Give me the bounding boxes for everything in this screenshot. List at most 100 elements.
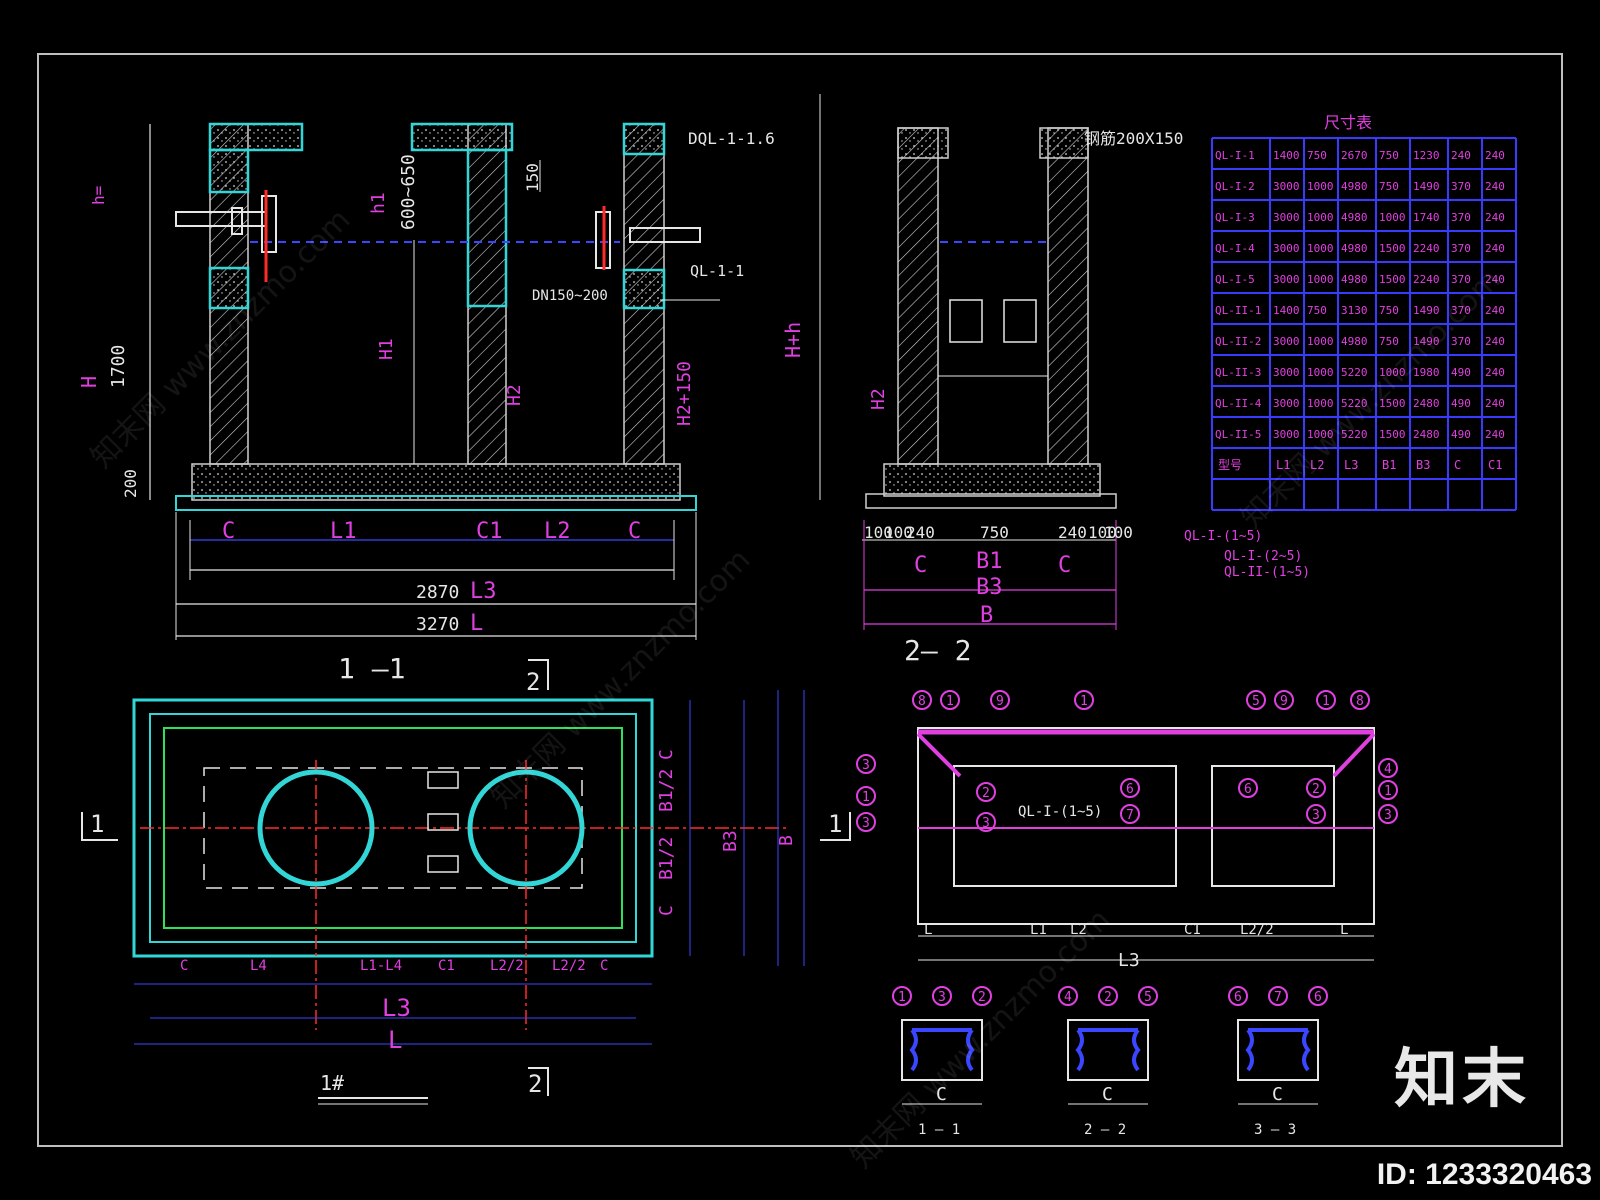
detail-label-C: C — [1102, 1084, 1113, 1105]
table-note: QL-I-(1~5) — [1184, 529, 1262, 544]
table-cell: 3130 — [1341, 304, 1368, 317]
bottom-label-B: B — [980, 603, 993, 628]
table-cell: 1000 — [1307, 335, 1334, 348]
plan-label-L4: L4 — [250, 958, 267, 974]
table-cell: 3000 — [1273, 335, 1300, 348]
table-cell: 3000 — [1273, 428, 1300, 441]
rebar-marker — [1074, 690, 1094, 710]
table-cell: 370 — [1451, 335, 1471, 348]
table-cell: 750 — [1379, 149, 1399, 162]
table-cell: 2670 — [1341, 149, 1368, 162]
table-cell: QL-II-5 — [1215, 428, 1261, 441]
table-cell: 1400 — [1273, 304, 1300, 317]
label-L: L — [470, 611, 483, 636]
plan-dim-L3: L3 — [382, 994, 411, 1022]
dim-750: 750 — [980, 523, 1009, 542]
rebar-marker-label: 1 — [1384, 784, 1392, 799]
detail-rebar — [1075, 1028, 1141, 1072]
table-cell: 750 — [1307, 149, 1327, 162]
table-cell: 750 — [1379, 335, 1399, 348]
table-cell: 490 — [1451, 366, 1471, 379]
table-cell: QL-II-3 — [1215, 366, 1261, 379]
label-DN: DN150~200 — [532, 288, 608, 304]
table-cell: 240 — [1485, 149, 1505, 162]
dim-100: 100 — [1104, 523, 1133, 542]
section-2-2-dims: 100 100 240 750 240 100 100 — [864, 523, 1133, 542]
plan-label-B1-2: B1/2 — [656, 769, 677, 812]
table-cell: 1490 — [1413, 335, 1440, 348]
section-2-2: 钢筋200X150 H+h H2 100 100 240 750 240 100… — [781, 94, 1183, 667]
bottom-label-C: C — [628, 519, 641, 544]
rebar-label-L: L — [924, 922, 932, 938]
detail-marker-label: 6 — [1234, 990, 1242, 1005]
table-cell: 490 — [1451, 397, 1471, 410]
label-600-650: 600~650 — [398, 154, 419, 230]
section-2-2-bottom-labels: C B1 C B3 B — [914, 549, 1071, 628]
table-cell: 4980 — [1341, 273, 1368, 286]
table-cell: 4980 — [1341, 335, 1368, 348]
table-cell: 3000 — [1273, 180, 1300, 193]
section-1-1-title: 1 —1 — [338, 652, 405, 685]
table-footer-cell: B1 — [1382, 458, 1396, 472]
label-L3: L3 — [470, 579, 497, 604]
detail-marker-label: 7 — [1274, 990, 1282, 1005]
plan-label-C: C — [656, 749, 677, 760]
rebar-marker — [1306, 778, 1326, 798]
rebar-marker-label: 1 — [1322, 694, 1330, 709]
rebar-label-L2-2: L2/2 — [1240, 922, 1274, 938]
dim-240: 240 — [1058, 523, 1087, 542]
table-cell: 1500 — [1379, 428, 1406, 441]
table-cell: 750 — [1379, 180, 1399, 193]
table-cell: 5220 — [1341, 366, 1368, 379]
label-h1: h1 — [368, 192, 389, 214]
image-id: ID: 1233320463 — [1376, 1158, 1592, 1191]
table-cell: QL-I-3 — [1215, 211, 1255, 224]
detail-marker — [1308, 986, 1328, 1006]
table-cell: 3000 — [1273, 242, 1300, 255]
table-note: QL-I-(2~5) — [1224, 549, 1302, 564]
dim-100: 100 — [1088, 523, 1117, 542]
rebar-marker-label: 3 — [862, 816, 870, 831]
table-cell: 1000 — [1307, 180, 1334, 193]
rebar-marker-label: 4 — [1384, 762, 1392, 777]
section-mark-2: 2 — [526, 668, 540, 696]
table-cell: 5220 — [1341, 397, 1368, 410]
plan-label-L1-L4: L1-L4 — [360, 958, 402, 974]
rebar-marker-label: 1 — [862, 790, 870, 805]
rebar-marker-label: 3 — [862, 758, 870, 773]
rebar-marker — [856, 812, 876, 832]
plan-label-C: C — [180, 958, 188, 974]
table-cell: 370 — [1451, 180, 1471, 193]
table-cell: 1740 — [1413, 211, 1440, 224]
table-cell: 1400 — [1273, 149, 1300, 162]
bottom-label-B1: B1 — [976, 549, 1003, 574]
rebar-marker — [1350, 690, 1370, 710]
rebar-marker-label: 1 — [946, 694, 954, 709]
rebar-marker-label: 2 — [1312, 782, 1320, 797]
dim-240: 240 — [906, 523, 935, 542]
table-cell: 240 — [1485, 366, 1505, 379]
plan-label-B1-2: B1/2 — [656, 837, 677, 880]
table-cell: 240 — [1485, 335, 1505, 348]
detail-outline — [1067, 1019, 1149, 1081]
bottom-label-C: C — [1058, 553, 1071, 578]
rebar-marker-label: 6 — [1126, 782, 1134, 797]
table-cell: 1000 — [1307, 273, 1334, 286]
rebar-marker — [990, 690, 1010, 710]
table-cell: QL-I-2 — [1215, 180, 1255, 193]
label-h: h= — [89, 186, 108, 205]
table-cell: 2240 — [1413, 273, 1440, 286]
rebar-label-C1: C1 — [1184, 922, 1201, 938]
table-footer-cell: 型号 — [1218, 458, 1242, 472]
detail-title: 2 — 2 — [1084, 1122, 1126, 1138]
table-cell: 2480 — [1413, 428, 1440, 441]
rebar-marker-label: 3 — [1312, 808, 1320, 823]
rebar-marker — [976, 812, 996, 832]
bottom-label-C: C — [222, 519, 235, 544]
label-pipe-size: 钢筋200X150 — [1084, 129, 1183, 148]
table-cell: QL-II-1 — [1215, 304, 1261, 317]
detail-outline — [1237, 1019, 1319, 1081]
table-cell: 2480 — [1413, 397, 1440, 410]
